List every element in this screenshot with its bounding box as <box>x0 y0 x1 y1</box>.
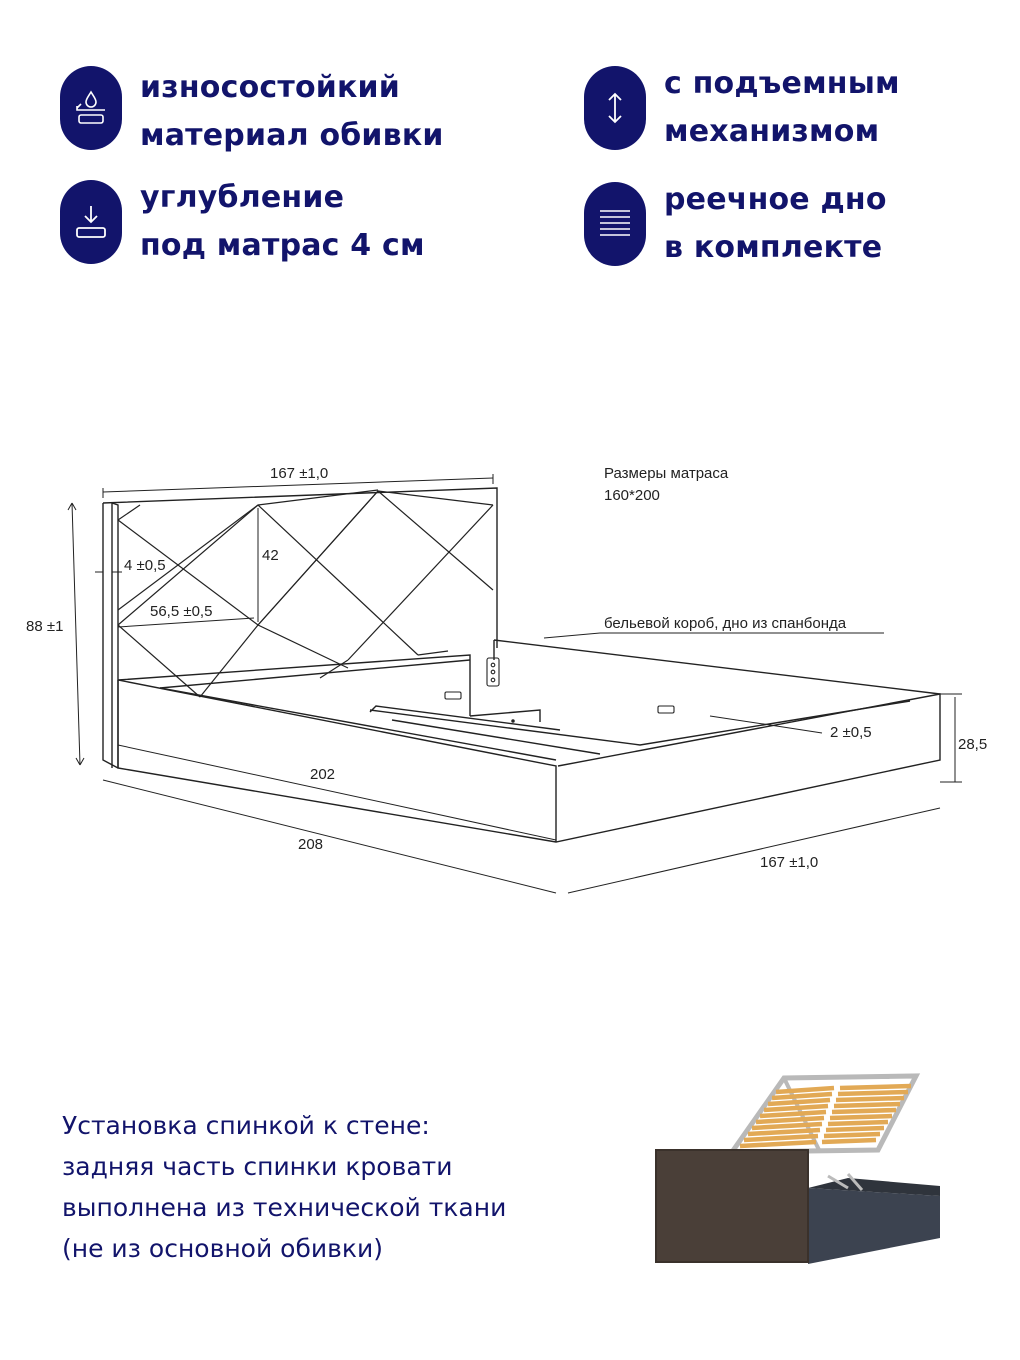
feature-line: с подъемным <box>664 66 900 101</box>
slats <box>739 1083 912 1149</box>
mattress-recess-icon <box>60 180 122 264</box>
fabric-layers-icon <box>60 66 122 150</box>
note-line: Установка спинкой к стене: <box>62 1111 430 1140</box>
note-line: выполнена из технической ткани <box>62 1193 507 1222</box>
up-down-arrow-icon <box>584 66 646 150</box>
feature-line: под матрас 4 см <box>140 228 425 263</box>
headboard-outline <box>102 487 498 769</box>
bed-dimension-drawing: 167 ±1,0 Размеры матраса 160*200 88 ±1 4… <box>26 465 987 894</box>
total-height-label: 88 ±1 <box>26 618 63 635</box>
feature-line: механизмом <box>664 114 880 149</box>
dimension-lines <box>67 474 962 894</box>
note-line: задняя часть спинки кровати <box>62 1152 453 1181</box>
feature-line: материал обивки <box>140 118 444 153</box>
feature-slatted-base: реечное дно в комплекте <box>664 176 887 272</box>
note-line: (не из основной обивки) <box>62 1234 383 1263</box>
feature-line: углубление <box>140 180 345 215</box>
panel-offset-label: 4 ±0,5 <box>124 557 166 574</box>
mattress-size-value: 160*200 <box>604 487 660 504</box>
headboard-width-label: 167 ±1,0 <box>270 465 328 482</box>
feature-lift-mechanism: с подъемным механизмом <box>664 60 900 156</box>
mattress-size-caption: Размеры матраса <box>604 465 729 482</box>
feature-mattress-recess: углубление под матрас 4 см <box>140 174 425 270</box>
diamond-quilting <box>117 489 494 698</box>
installation-note: Установка спинкой к стене: задняя часть … <box>62 1105 506 1269</box>
storage-box-label: бельевой короб, дно из спанбонда <box>604 615 847 632</box>
outer-length-label: 208 <box>298 836 323 853</box>
recess-depth-label: 2 ±0,5 <box>830 724 872 741</box>
diamond-height-label: 42 <box>262 547 279 564</box>
feature-wear-resistant: износостойкий материал обивки <box>140 64 444 160</box>
feature-line: износостойкий <box>140 70 400 105</box>
feature-line: в комплекте <box>664 230 883 265</box>
side-height-label: 28,5 <box>958 736 987 753</box>
bed-base-outline <box>117 639 941 843</box>
bed-product-image <box>655 1073 940 1264</box>
lift-fittings <box>444 657 675 723</box>
feature-line: реечное дно <box>664 182 887 217</box>
slats-icon <box>584 182 646 266</box>
dimension-labels: 167 ±1,0 Размеры матраса 160*200 88 ±1 4… <box>26 465 987 871</box>
inner-length-label: 202 <box>310 766 335 783</box>
diamond-width-label: 56,5 ±0,5 <box>150 603 212 620</box>
base-width-label: 167 ±1,0 <box>760 854 818 871</box>
